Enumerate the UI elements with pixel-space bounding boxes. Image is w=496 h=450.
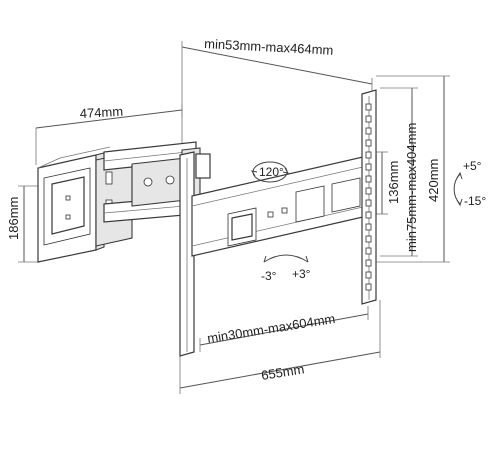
rail-slot — [365, 199, 372, 207]
tilt-up-label: +5° — [463, 159, 482, 173]
wall-plate — [37, 146, 111, 263]
rail-slot — [365, 211, 372, 219]
rail-slot — [365, 139, 372, 147]
rail-slot — [365, 187, 372, 195]
vesa-vertical-label: min75mm-max404mm — [404, 123, 419, 252]
tilt-indicator — [453, 171, 463, 207]
rail-slot — [365, 175, 372, 183]
rail-slot — [365, 283, 372, 291]
rail-slot — [365, 151, 372, 159]
swivel-angle-label: 120° — [259, 165, 284, 179]
rail-slot — [365, 223, 372, 231]
wall-plate-width-label: 474mm — [79, 104, 123, 121]
dimension-lines — [18, 41, 450, 394]
tv-plate-height-label: 420mm — [426, 159, 441, 202]
rail-slot — [365, 115, 372, 123]
wall-plate-height-label: 186mm — [6, 197, 21, 240]
level-left-label: -3° — [261, 269, 277, 283]
level-right-label: +3° — [292, 267, 311, 281]
level-indicator — [263, 254, 309, 263]
rail-spacing-label: 136mm — [386, 161, 401, 204]
rail-slot — [365, 235, 372, 243]
rail-slot — [365, 259, 372, 267]
swivel-indicator — [250, 161, 290, 183]
swing-arm — [95, 141, 217, 247]
vesa-horizontal-label: min30mm-max604mm — [206, 311, 336, 346]
right-vertical-rail — [361, 89, 377, 305]
rail-slot — [365, 247, 372, 255]
rail-slot — [365, 127, 372, 135]
left-vertical-rail — [179, 151, 195, 357]
arm-extension-label: min53mm-max464mm — [204, 36, 334, 58]
tilt-down-label: -15° — [464, 194, 486, 208]
rail-slot — [365, 271, 372, 279]
rail-slot — [365, 163, 372, 171]
tv-plate-width-label: 655mm — [260, 361, 305, 383]
rail-slot — [365, 103, 372, 111]
tv-plate — [191, 153, 377, 257]
